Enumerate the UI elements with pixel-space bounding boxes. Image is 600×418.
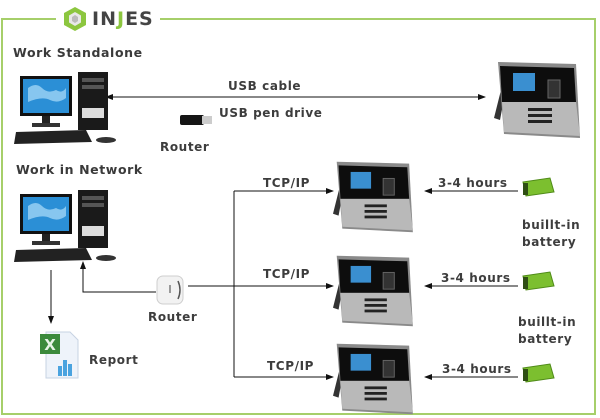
svg-text:X: X — [44, 336, 56, 354]
battery-time-label-2: 3-4 hours — [441, 271, 511, 285]
diagram-frame — [1, 18, 596, 415]
battery-icon — [522, 363, 555, 383]
logo-icon — [64, 7, 86, 31]
router-icon — [156, 275, 184, 305]
desktop-computer-icon — [14, 190, 116, 262]
usb-cable-label: USB cable — [228, 79, 302, 93]
brand-name: INJES — [92, 8, 154, 30]
battery-time-label-1: 3-4 hours — [438, 176, 508, 190]
section-title-network: Work in Network — [16, 162, 143, 177]
pen-drive-caption: Router — [160, 140, 210, 154]
desktop-computer-icon — [14, 72, 116, 144]
time-attendance-terminal-icon — [333, 161, 413, 233]
time-attendance-terminal-icon — [333, 255, 413, 327]
battery-icon — [522, 271, 555, 291]
section-title-standalone: Work Standalone — [13, 45, 143, 60]
battery-label-2a: buillt-in — [518, 315, 577, 329]
tcp-ip-label-2: TCP/IP — [263, 267, 311, 281]
usb-pen-drive-label: USB pen drive — [219, 106, 323, 120]
battery-icon — [522, 177, 555, 197]
battery-label-1b: battery — [522, 235, 577, 249]
report-caption: Report — [89, 353, 139, 367]
usb-drive-icon — [180, 115, 212, 125]
excel-report-icon: X — [40, 331, 79, 379]
router-caption: Router — [148, 310, 198, 324]
tcp-ip-label-3: TCP/IP — [267, 359, 315, 373]
time-attendance-terminal-icon — [494, 62, 580, 138]
tcp-ip-label-1: TCP/IP — [263, 176, 311, 190]
battery-time-label-3: 3-4 hours — [442, 362, 512, 376]
time-attendance-terminal-icon — [333, 343, 413, 415]
battery-label-1a: buillt-in — [522, 218, 581, 232]
brand-logo: INJES — [56, 4, 160, 34]
battery-label-2b: battery — [518, 332, 573, 346]
